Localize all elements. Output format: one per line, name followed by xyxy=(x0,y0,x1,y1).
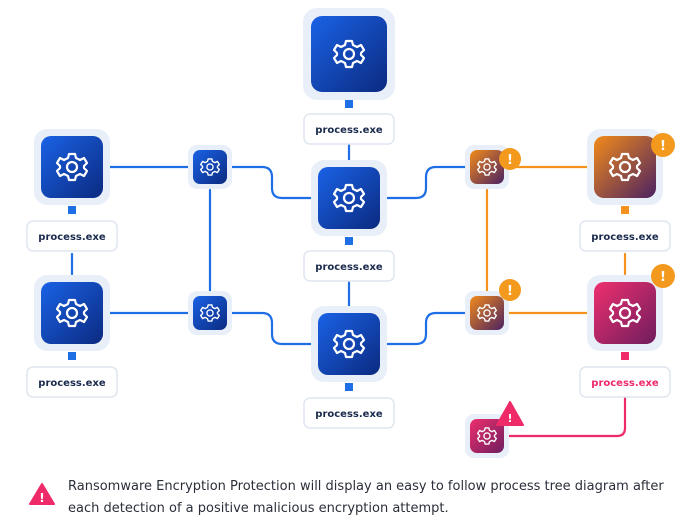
link-small-to-center xyxy=(230,165,314,200)
process-node-top[interactable]: process.exe xyxy=(303,8,395,145)
svg-text:!: ! xyxy=(660,139,666,154)
process-node-small-top[interactable] xyxy=(188,145,232,189)
link-small2-to-bottom-center xyxy=(230,311,314,346)
node-label: process.exe xyxy=(315,262,383,273)
svg-text:!: ! xyxy=(39,491,44,505)
connections xyxy=(70,142,627,438)
node-label: process.exe xyxy=(38,378,106,389)
svg-text:!: ! xyxy=(507,284,513,299)
node-label: process.exe xyxy=(38,232,106,243)
svg-text:!: ! xyxy=(507,153,513,168)
process-node-small-pink[interactable]: ! xyxy=(465,401,524,458)
node-label: process.exe xyxy=(591,378,659,389)
node-label: process.exe xyxy=(315,409,383,420)
node-label: process.exe xyxy=(591,232,659,243)
node-label: process.exe xyxy=(315,125,383,136)
warning-triangle-icon: ! xyxy=(496,401,524,426)
caption-text: Ransomware Encryption Protection will di… xyxy=(68,479,664,516)
warning-badge-icon: ! xyxy=(499,148,521,170)
process-node-bottom-center[interactable]: process.exe xyxy=(303,306,395,429)
warning-badge-icon: ! xyxy=(499,279,521,301)
link-pink-to-pink-small xyxy=(506,396,627,438)
process-node-left-top[interactable]: process.exe xyxy=(26,129,118,252)
link-center-to-orange-small xyxy=(384,165,468,200)
process-node-small-orange-top[interactable]: ! xyxy=(465,145,521,189)
process-node-center[interactable]: process.exe xyxy=(303,160,395,282)
warning-badge-icon: ! xyxy=(651,133,675,157)
warning-badge-icon: ! xyxy=(651,264,675,288)
process-node-small-orange-bottom[interactable]: ! xyxy=(465,279,521,335)
svg-text:!: ! xyxy=(507,412,512,425)
process-node-right-bottom[interactable]: ! process.exe xyxy=(579,264,675,398)
warning-triangle-icon: ! xyxy=(29,483,55,505)
link-bottom-center-to-orange-small xyxy=(384,311,468,346)
process-node-right-top[interactable]: ! process.exe xyxy=(579,129,675,252)
process-node-small-bottom[interactable] xyxy=(188,291,232,335)
process-node-left-bottom[interactable]: process.exe xyxy=(26,275,118,398)
svg-text:!: ! xyxy=(660,270,666,285)
